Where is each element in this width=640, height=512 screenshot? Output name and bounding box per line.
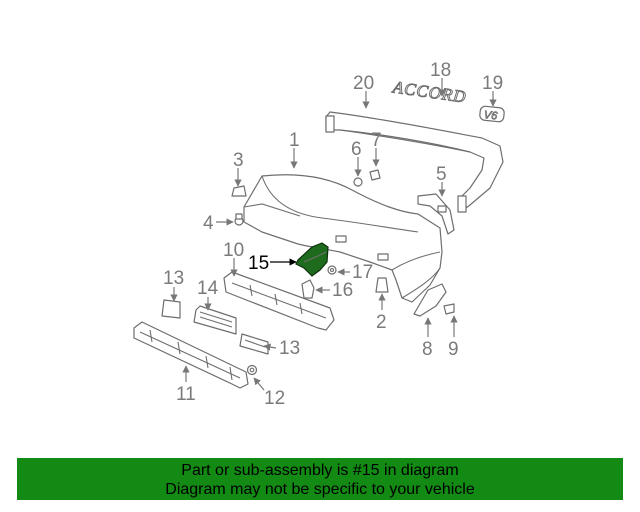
fastener-part-2: [375, 277, 389, 293]
part-15-shape: [295, 242, 329, 277]
callout-18: 18: [430, 60, 451, 81]
callout-8: 8: [422, 339, 433, 360]
part-14-block: [193, 305, 237, 335]
callout-14: 14: [197, 278, 219, 299]
fastener-part-3: [231, 185, 247, 197]
part-11-lower-beam: [133, 321, 249, 389]
callout-1: 1: [289, 130, 300, 151]
callout-labels: 20 18 19 1 3 4 6 7 5 10 15 17 16 2 8 9 1…: [163, 60, 503, 409]
part-13-lower-spacer: [239, 333, 269, 355]
callout-4: 4: [203, 213, 214, 234]
part-10-absorber: [223, 271, 335, 331]
v6-badge-text: V6: [483, 109, 499, 122]
leader-lines: [170, 78, 497, 391]
callout-16: 16: [332, 280, 353, 301]
banner-line-2: Diagram may not be specific to your vehi…: [165, 481, 475, 498]
fastener-part-17: [327, 265, 337, 275]
fastener-part-16: [301, 279, 315, 299]
callout-13-upper: 13: [163, 268, 184, 289]
accord-emblem-text: ACCORD: [391, 77, 468, 106]
part-8-lower-bracket: [413, 283, 447, 317]
callout-11: 11: [176, 384, 196, 405]
fastener-part-9: [443, 303, 455, 315]
part-15-highlighted-bracket: [295, 242, 329, 277]
part-5-side-bracket: [417, 193, 455, 235]
fastener-part-7: [369, 169, 381, 181]
callout-6: 6: [351, 139, 362, 160]
callout-17: 17: [352, 262, 373, 283]
part-20-reinforcement-beam: [325, 111, 504, 213]
banner-line-1: Part or sub-assembly is #15 in diagram: [181, 462, 459, 479]
part-13-upper-spacer: [161, 299, 181, 319]
callout-9: 9: [448, 339, 459, 360]
callout-13-lower: 13: [279, 338, 300, 359]
callout-3: 3: [233, 150, 244, 171]
info-banner: Part or sub-assembly is #15 in diagram D…: [17, 458, 623, 500]
parts-diagram: ACCORD V6: [133, 60, 505, 409]
fastener-part-12: [246, 364, 258, 376]
callout-10: 10: [223, 240, 244, 261]
fastener-part-4: [234, 213, 244, 226]
callout-20: 20: [353, 73, 374, 94]
callout-2: 2: [376, 312, 387, 333]
part-1-bumper-face: [243, 174, 443, 303]
callout-15: 15: [248, 253, 269, 274]
fastener-part-6: [353, 177, 363, 187]
callout-7: 7: [371, 130, 382, 151]
callout-5: 5: [436, 164, 447, 185]
part-18-accord-emblem: ACCORD: [390, 77, 468, 107]
callout-12: 12: [264, 388, 285, 409]
callout-19: 19: [482, 73, 503, 94]
part-19-v6-badge: V6: [479, 105, 505, 123]
